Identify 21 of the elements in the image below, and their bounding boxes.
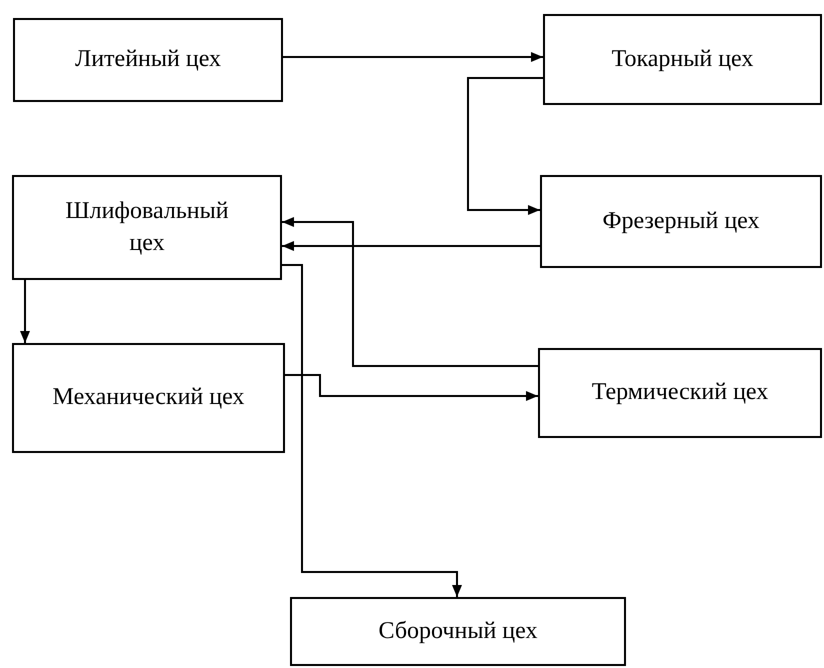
process-box	[290, 597, 626, 666]
arrow	[467, 77, 543, 215]
box-label: Термический цех	[592, 378, 768, 408]
box-label: Шлифовальный цех	[64, 197, 230, 258]
process-box	[543, 14, 822, 105]
box-label: Фрезерный цех	[602, 206, 760, 236]
arrow	[20, 280, 30, 343]
arrow	[282, 264, 462, 597]
arrow	[282, 217, 538, 367]
arrow	[285, 374, 538, 401]
box-label: Механический цех	[52, 383, 244, 412]
process-box	[12, 343, 285, 453]
box-label: Токарный цех	[612, 44, 754, 74]
process-box	[13, 18, 283, 102]
process-box	[540, 175, 822, 268]
process-box	[12, 175, 282, 280]
arrow	[283, 52, 543, 62]
box-label: Литейный цех	[74, 45, 222, 74]
box-label: Сборочный цех	[378, 616, 538, 646]
arrow	[282, 241, 540, 251]
process-box	[538, 348, 822, 438]
